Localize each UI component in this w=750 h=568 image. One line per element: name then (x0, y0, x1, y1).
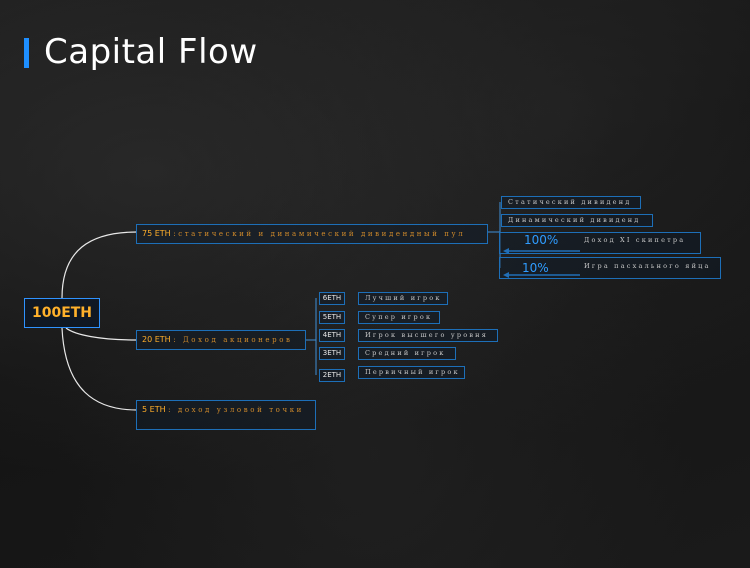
pool-1-percent: 100% (524, 233, 559, 247)
connector-root-branch-2 (65, 327, 138, 341)
pool-2-percent: 10% (522, 261, 549, 275)
rank-tag-4eth: 4ETH (319, 329, 345, 342)
rank-tag-3eth: 3ETH (319, 347, 345, 360)
branch-75eth-label: :статический и динамический дивидендный … (173, 230, 466, 238)
connector-root-branch-1 (61, 231, 138, 299)
connector-root-branch-3 (61, 327, 138, 411)
branch-20eth-amount: 20 ETH (142, 335, 171, 344)
branch-5eth-amount: 5 ETH (142, 405, 166, 414)
leaf-static-dividend: Статический дивиденд (501, 196, 641, 209)
connector-branch2-bracket (305, 298, 317, 375)
branch-75eth-amount: 75 ETH (142, 229, 171, 238)
branch-20eth-label: : Доход акционеров (173, 336, 293, 344)
pool-box-1 (499, 232, 701, 254)
rank-tag-6eth: 6ETH (319, 292, 345, 305)
rank-tag-2eth: 2ETH (319, 369, 345, 382)
branch-5eth: 5 ETH : доход узловой точки (136, 400, 316, 430)
pool-box-2 (499, 257, 721, 279)
rank-label-middle: Средний игрок (358, 347, 456, 360)
pool-1-label: Доход XI скипетра (584, 236, 686, 244)
root-node: 100ETH (24, 298, 100, 328)
page-title: Capital Flow (44, 32, 258, 72)
rank-tag-5eth: 5ETH (319, 311, 345, 324)
branch-20eth: 20 ETH : Доход акционеров (136, 330, 306, 350)
pool-arrowhead-2 (503, 272, 509, 278)
pool-2-label: Игра пасхального яйца (584, 262, 711, 270)
rank-label-top: Игрок высшего уровня (358, 329, 498, 342)
title-accent-bar (24, 38, 29, 68)
rank-label-primary: Первичный игрок (358, 366, 465, 379)
branch-5eth-label: : доход узловой точки (168, 406, 304, 414)
rank-label-super: Супер игрок (358, 311, 440, 324)
branch-75eth: 75 ETH :статический и динамический дивид… (136, 224, 488, 244)
pool-arrowhead-1 (503, 248, 509, 254)
leaf-dynamic-dividend: Динамический дивиденд (501, 214, 653, 227)
rank-label-best: Лучший игрок (358, 292, 448, 305)
